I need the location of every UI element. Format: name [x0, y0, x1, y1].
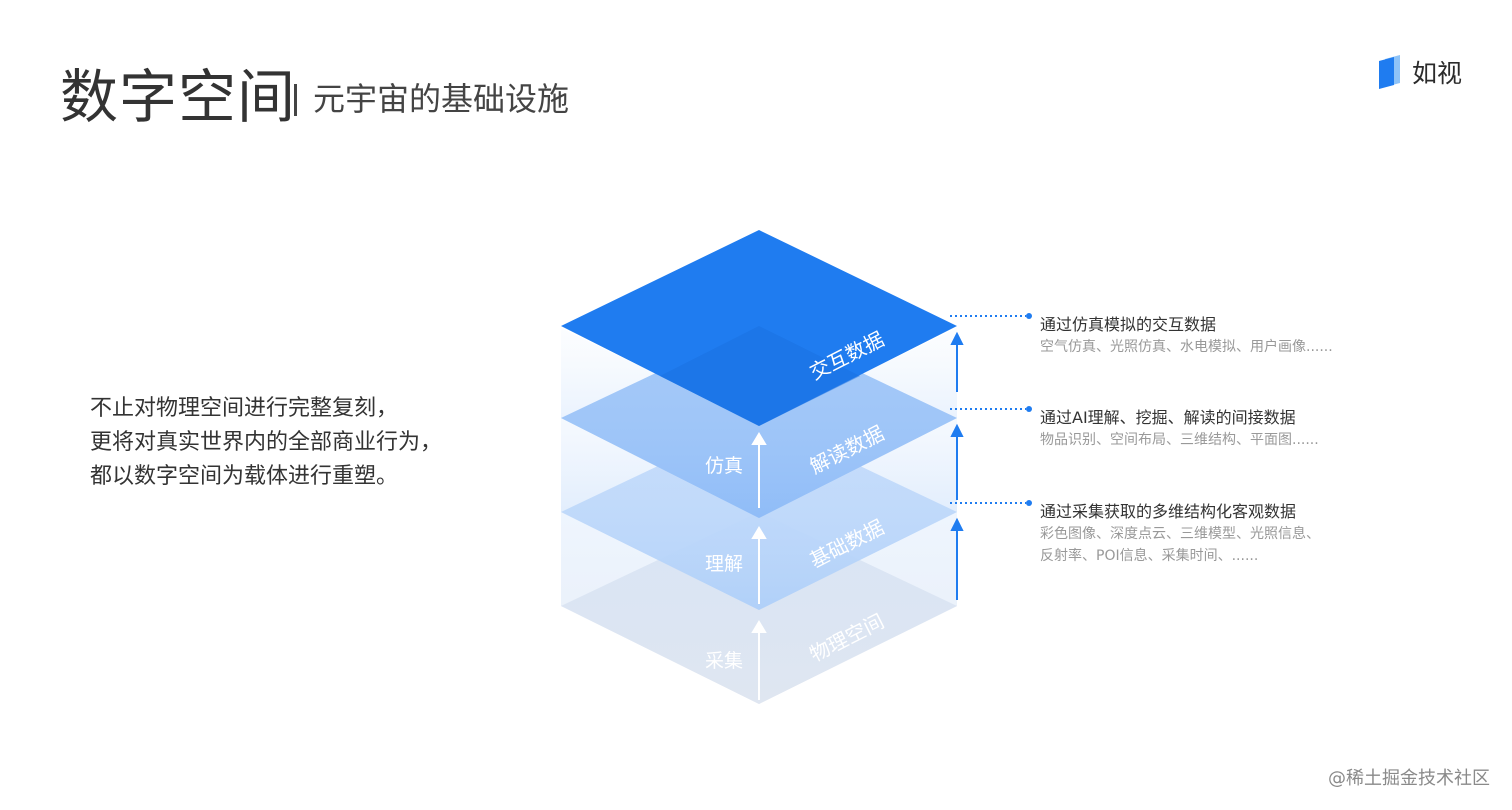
- brand-logo: 如视: [1376, 53, 1462, 91]
- description-line: 都以数字空间为载体进行重塑。: [90, 464, 399, 489]
- description-line: 更将对真实世界内的全部商业行为，: [90, 430, 443, 455]
- leader-dot: [1026, 500, 1032, 506]
- leader-dot: [1026, 406, 1032, 412]
- arrow-up-icon: [751, 432, 767, 445]
- annotation-interpret: 通过AI理解、挖掘、解读的间接数据 物品识别、空间布局、三维结构、平面图....…: [1040, 407, 1319, 451]
- annotation-detail: 彩色图像、深度点云、三维模型、光照信息、: [1040, 526, 1320, 542]
- arrow-up-icon: [751, 526, 767, 539]
- step-label-understand: 理解: [705, 553, 743, 575]
- page-title: 数字空间: [60, 63, 297, 131]
- page-subtitle: 元宇宙的基础设施: [313, 80, 570, 118]
- brand-name: 如视: [1412, 59, 1463, 88]
- step-label-collect: 采集: [705, 650, 743, 672]
- leader-dot: [1026, 313, 1032, 319]
- layer-interaction-shade: [660, 326, 860, 426]
- arrow-up-icon: [751, 620, 767, 633]
- title-divider: [294, 84, 297, 116]
- annotation-detail: 反射率、POI信息、采集时间、......: [1040, 548, 1259, 564]
- arrow-up-icon: [950, 517, 964, 531]
- arrow-up-icon: [950, 331, 964, 345]
- annotation-title: 通过AI理解、挖掘、解读的间接数据: [1040, 408, 1296, 427]
- annotation-basic: 通过采集获取的多维结构化客观数据 彩色图像、深度点云、三维模型、光照信息、 反射…: [1040, 501, 1320, 567]
- step-label-simulate: 仿真: [705, 455, 743, 477]
- ruishi-logo-icon: [1379, 55, 1400, 89]
- inner-arrows: [751, 432, 767, 700]
- annotation-interaction: 通过仿真模拟的交互数据 空气仿真、光照仿真、水电模拟、用户画像......: [1040, 314, 1333, 358]
- watermark: @稀土掘金技术社区: [1328, 768, 1490, 789]
- side-arrows: [950, 331, 964, 600]
- annotation-title: 通过采集获取的多维结构化客观数据: [1040, 502, 1297, 521]
- arrow-up-icon: [950, 423, 964, 437]
- description-line: 不止对物理空间进行完整复刻，: [90, 396, 399, 421]
- description-text: 不止对物理空间进行完整复刻， 更将对真实世界内的全部商业行为， 都以数字空间为载…: [90, 392, 442, 494]
- annotation-detail: 空气仿真、光照仿真、水电模拟、用户画像......: [1040, 339, 1333, 355]
- annotation-title: 通过仿真模拟的交互数据: [1040, 315, 1217, 334]
- annotation-detail: 物品识别、空间布局、三维结构、平面图......: [1040, 432, 1319, 448]
